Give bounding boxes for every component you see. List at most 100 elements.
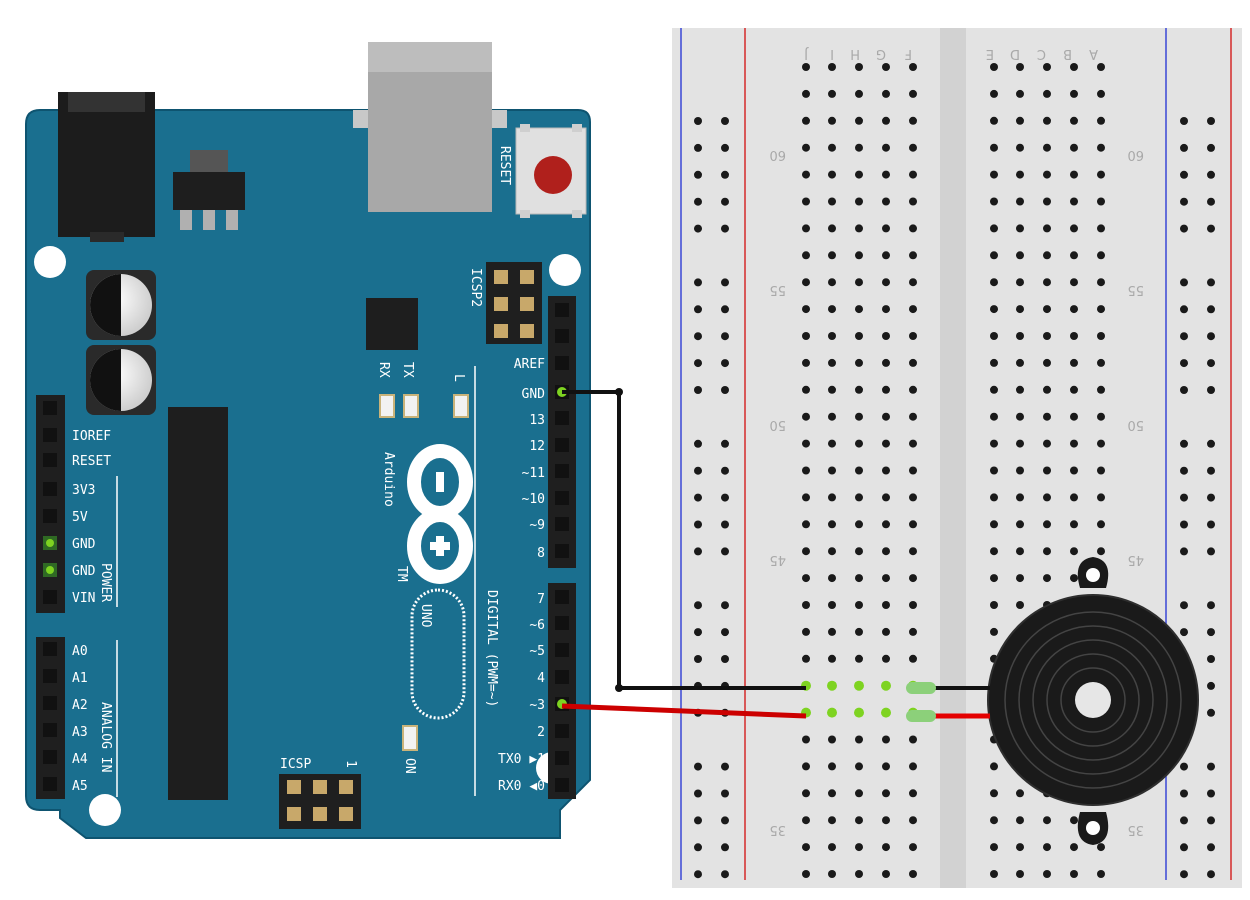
breadboard-hole [802,574,810,583]
breadboard-hole [1016,358,1024,367]
breadboard-hole [909,305,917,314]
breadboard-hole [882,251,890,260]
pin-label-11: ~11 [522,466,545,481]
rail-hole [1207,386,1215,394]
rail-hole [1207,789,1215,798]
rail-hole [694,493,702,502]
breadboard-hole [1043,332,1051,340]
breadboard-hole [909,89,917,98]
breadboard-hole [882,170,890,179]
icsp-pin1-label: 1 [343,760,358,768]
breadboard-hole [909,601,917,609]
breadboard-hole [1016,843,1024,852]
breadboard-hole [909,627,917,636]
col-letter-j: J [804,46,809,61]
breadboard-hole [881,680,891,691]
rail-hole [1180,386,1188,394]
breadboard-hole [882,574,890,583]
icsp-label: ICSP [280,757,311,772]
breadboard-hole [1097,63,1105,71]
breadboard-hole [909,547,917,556]
breadboard-hole [802,601,810,609]
col-letter-h: H [850,46,860,61]
rail-hole [694,439,702,448]
col-letter-e: E [986,46,994,61]
rail-hole [1207,816,1215,825]
l-led [453,394,469,418]
breadboard-hole [882,547,890,556]
rail-hole [1207,197,1215,206]
breadboard-hole [855,224,863,233]
rail-hole [1180,332,1188,341]
col-letter-f: F [905,46,912,61]
row-number-35-left: 35 [769,822,786,837]
ground-wire [562,390,806,690]
breadboard-hole [802,654,810,663]
breadboard-hole [909,816,917,825]
breadboard-hole [1097,170,1105,179]
breadboard-hole [882,332,890,340]
breadboard-hole [882,466,890,475]
breadboard-hole [855,520,863,529]
breadboard-hole [855,412,863,421]
pin-label-gnd-2: GND [72,564,96,579]
row-number-35-right: 35 [1127,822,1144,837]
breadboard-hole [855,493,863,502]
breadboard-hole [802,735,810,744]
breadboard-hole [802,789,810,798]
breadboard-hole [882,789,890,798]
rail-hole [721,305,729,314]
digital-header-low-block [548,583,576,799]
breadboard-hole [1016,412,1024,421]
capacitor-stripe [90,274,121,336]
row-number-50-left: 50 [769,417,786,432]
mounting-hole [34,246,66,278]
row-number-55-right: 55 [1127,282,1144,297]
breadboard-hole [882,735,890,744]
icsp2-header [486,262,542,344]
reset-button[interactable] [515,124,587,218]
breadboard-hole [909,224,917,233]
buzzer-lead-end [906,710,936,722]
rail-hole [1207,520,1215,529]
breadboard-hole [882,493,890,502]
dc-barrel-jack [58,92,155,242]
breadboard-hole [1097,305,1105,314]
rail-hole [1207,439,1215,448]
regulator-leg [226,210,238,230]
rail-hole [1180,439,1188,448]
reset-button-cap[interactable] [534,156,572,194]
power-header-block [36,395,65,613]
breadboard-hole [828,143,836,152]
rail-hole [721,278,729,287]
breadboard-hole [828,627,836,636]
breadboard-hole [1097,197,1105,206]
col-letter-a: A [1089,46,1098,61]
signal-wire-pin-3 [561,703,807,719]
breadboard-hole [882,358,890,367]
capacitor [86,345,156,415]
breadboard-hole [1043,466,1051,475]
rail-hole [721,466,729,475]
breadboard-hole [990,305,998,314]
header-pin [43,777,57,791]
breadboard-hole [1016,547,1024,556]
rail-hole [694,628,702,637]
breadboard-hole [1016,601,1024,609]
rail-hole [1207,278,1215,287]
buzzer-mount-hole-top [1086,568,1100,582]
power-group-label: POWER [98,563,113,602]
breadboard-hole [1097,89,1105,98]
breadboard-hole [882,520,890,529]
breadboard-hole [909,197,917,206]
breadboard-hole [882,197,890,206]
breadboard-hole [990,843,998,852]
rail-hole [1180,143,1188,152]
breadboard-hole [802,143,810,152]
pin-label-a2: A2 [72,698,88,713]
breadboard-hole [1070,574,1078,583]
breadboard-hole [802,358,810,367]
breadboard-hole [1016,143,1024,152]
header-pin [555,356,569,370]
breadboard-hole [1070,843,1078,852]
